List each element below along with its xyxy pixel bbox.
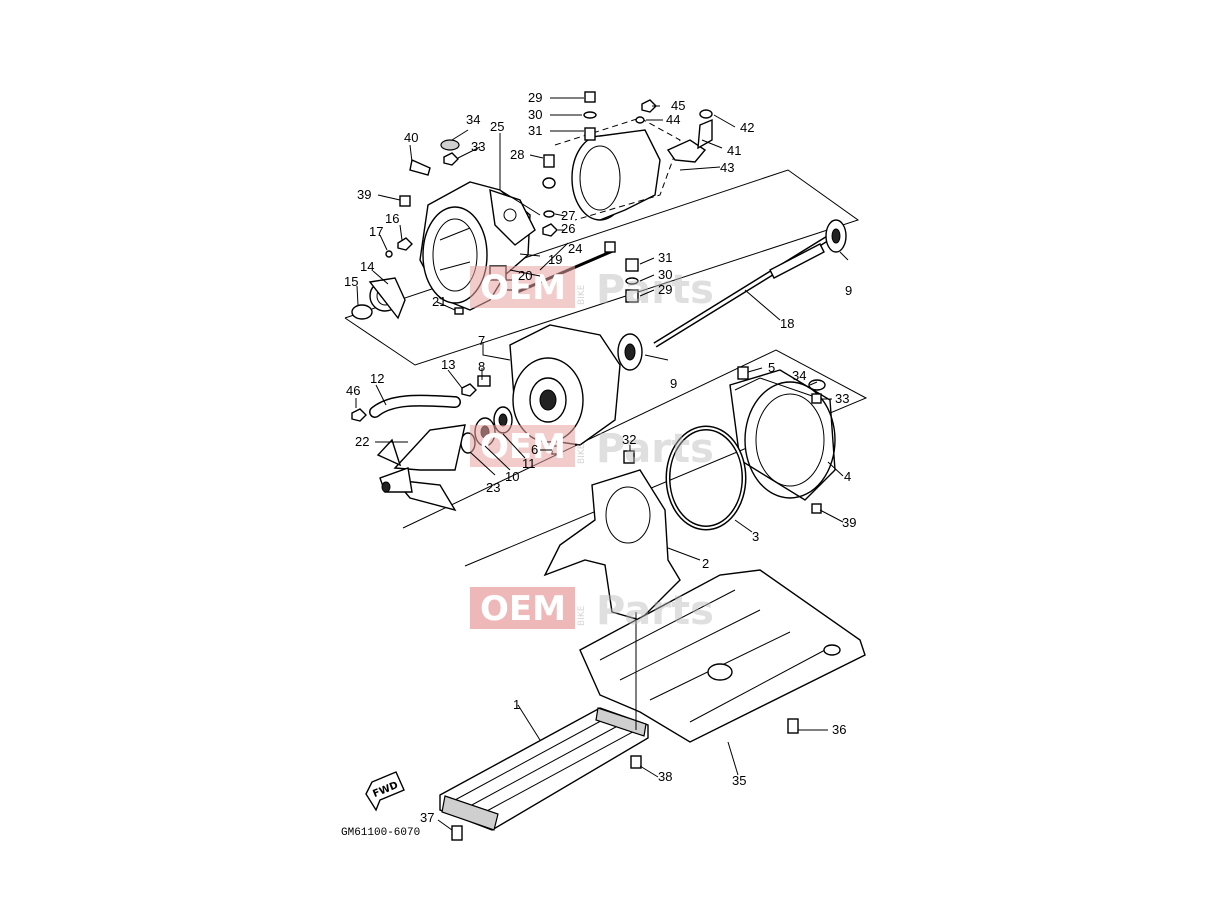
- callout-12: 12: [370, 371, 384, 386]
- callout-27: 27: [561, 208, 575, 223]
- watermark-parts: Parts: [596, 426, 714, 472]
- callout-45: 45: [671, 98, 685, 113]
- watermark-oem: OEM: [480, 268, 566, 308]
- callout-14: 14: [360, 259, 374, 274]
- callout-34: 34: [466, 112, 480, 127]
- watermark-oem: OEM: [480, 589, 566, 629]
- callout-28: 28: [510, 147, 524, 162]
- watermark-parts: Parts: [596, 267, 714, 313]
- callout-40: 40: [404, 130, 418, 145]
- callout-10: 10: [505, 469, 519, 484]
- callout-42: 42: [740, 120, 754, 135]
- callout-23: 23: [486, 480, 500, 495]
- callout-16: 16: [385, 211, 399, 226]
- steering-nozzle: [729, 366, 836, 514]
- watermark-bike: BIKE: [577, 605, 587, 626]
- callout-1: 1: [513, 697, 520, 712]
- callout-8: 8: [478, 359, 485, 374]
- o-ring: [623, 425, 747, 531]
- drive-shaft: [617, 219, 847, 371]
- callout-35: 35: [732, 773, 746, 788]
- callout-32: 32: [622, 432, 636, 447]
- callout-labels: 1 2 3 4 5 6 7 8 9 9 10 11 12 13 14 15 16…: [344, 90, 856, 825]
- callout-31b: 31: [658, 250, 672, 265]
- callout-17: 17: [369, 224, 383, 239]
- callout-34b: 34: [792, 368, 806, 383]
- callout-41: 41: [727, 143, 741, 158]
- callout-25: 25: [490, 119, 504, 134]
- callout-22: 22: [355, 434, 369, 449]
- callout-31: 31: [528, 123, 542, 138]
- watermark-bike: BIKE: [577, 284, 587, 305]
- callout-44: 44: [666, 112, 680, 127]
- callout-29: 29: [528, 90, 542, 105]
- impeller-housing: [460, 324, 621, 455]
- watermark-bike: BIKE: [577, 443, 587, 464]
- callout-11: 11: [522, 456, 536, 471]
- intake-grate: [439, 612, 649, 841]
- callout-18: 18: [780, 316, 794, 331]
- watermark: OEM BIKE Parts OEM BIKE Parts OEM BIKE P…: [470, 266, 714, 634]
- diagram-code: GM61100-6070: [341, 827, 420, 839]
- callout-33: 33: [471, 139, 485, 154]
- callout-33b: 33: [835, 391, 849, 406]
- callout-30b: 30: [658, 267, 672, 282]
- watermark-parts: Parts: [596, 588, 714, 634]
- ride-plate: [579, 569, 866, 743]
- callout-4: 4: [844, 469, 851, 484]
- callout-15: 15: [344, 274, 358, 289]
- callout-7: 7: [478, 333, 485, 348]
- leader-lines: [355, 97, 849, 831]
- callout-20: 20: [518, 268, 532, 283]
- callout-30: 30: [528, 107, 542, 122]
- watermark-oem: OEM: [480, 427, 566, 467]
- callout-9: 9: [845, 283, 852, 298]
- callout-24: 24: [568, 241, 582, 256]
- callout-46: 46: [346, 383, 360, 398]
- impeller: [376, 424, 466, 512]
- bypass-hose: [351, 394, 461, 422]
- callout-2: 2: [702, 556, 709, 571]
- callout-19: 19: [548, 252, 562, 267]
- callout-21: 21: [432, 294, 446, 309]
- nozzle-upper: [554, 117, 681, 221]
- intake-fitting: [351, 277, 406, 320]
- spacer-stack: [625, 258, 639, 303]
- callout-3: 3: [752, 529, 759, 544]
- fwd-arrow-icon: FWD: [365, 771, 405, 812]
- upper-hardware: [385, 91, 713, 258]
- callout-36: 36: [832, 722, 846, 737]
- callout-37: 37: [420, 810, 434, 825]
- callout-6: 6: [531, 442, 538, 457]
- callout-13: 13: [441, 357, 455, 372]
- callout-29b: 29: [658, 282, 672, 297]
- callout-38: 38: [658, 769, 672, 784]
- callout-5: 5: [768, 360, 775, 375]
- callout-26: 26: [561, 221, 575, 236]
- callout-9b: 9: [670, 376, 677, 391]
- callout-39: 39: [357, 187, 371, 202]
- intake-plate: [543, 469, 681, 621]
- callout-39b: 39: [842, 515, 856, 530]
- callout-43: 43: [720, 160, 734, 175]
- steering-bracket: [666, 118, 713, 163]
